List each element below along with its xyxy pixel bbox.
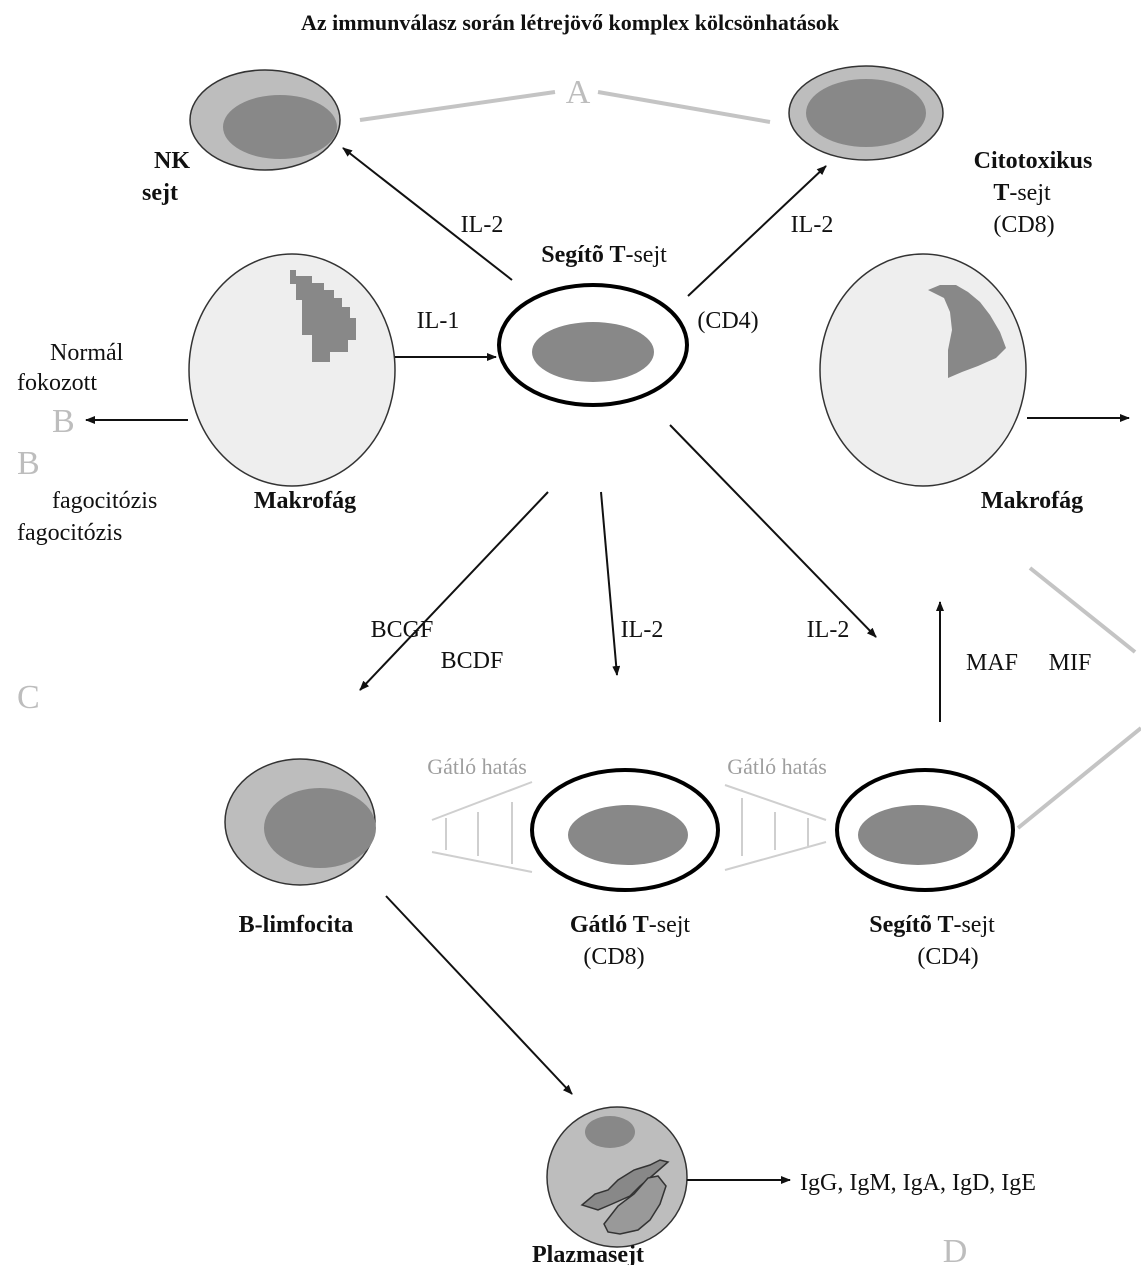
macrophage-right-label: Makrofág [981, 488, 1083, 514]
cytotoxic-sejt: -sejt [1009, 180, 1051, 206]
phagocytosis-enhanced: fokozott [17, 370, 97, 396]
b-lymphocyte-label: B-limfocita [239, 912, 354, 938]
link-line-right-upper [1028, 566, 1137, 654]
antibody-classes: IgG, IgM, IgA, IgD, IgE [800, 1170, 1036, 1196]
helper-t-cell-bottom [835, 768, 1015, 892]
cytotoxic-t-letter: T [993, 180, 1009, 206]
cytotoxic-t-cell [788, 65, 944, 161]
suppressor-t-cell [530, 768, 720, 892]
helper-bottom-label: Segítõ T-sejt [869, 912, 995, 938]
signal-il2-down: IL-2 [621, 617, 664, 643]
phagocytosis-normal: Normál [50, 340, 124, 366]
arrow-bcell-to-plasma [385, 895, 573, 1095]
plasma-cell [546, 1106, 688, 1248]
signal-mif: MIF [1049, 650, 1092, 676]
helper-top-sejt: -sejt [625, 242, 667, 268]
marker-c: C [17, 679, 40, 716]
cytotoxic-label-tcell: T-sejt [993, 180, 1051, 206]
nk-label: NK [154, 148, 190, 174]
link-line-a-right [597, 90, 771, 124]
link-line-right-lower [1016, 726, 1141, 830]
inhibition-left-label: Gátló hatás [427, 754, 527, 779]
arrow-helper-to-bcell [359, 491, 549, 691]
signal-il2-right: IL-2 [807, 617, 850, 643]
arrow-helper-to-nk [342, 147, 513, 281]
suppressor-name: Gátló T [570, 912, 649, 938]
inhibition-right-marks [724, 784, 827, 871]
helper-t-cell-top [497, 283, 689, 407]
arrow-helper-to-right [669, 424, 877, 638]
diagram-title: Az immunválasz során létrejövő komplex k… [301, 10, 840, 35]
helper-bottom-name: Segítõ T [869, 912, 953, 938]
inhibition-right-label: Gátló hatás [727, 754, 827, 779]
helper-top-name: Segítõ T [541, 242, 625, 268]
plasma-cell-label: Plazmasejt [532, 1242, 644, 1265]
nk-label-sejt: sejt [142, 180, 178, 206]
suppressor-label: Gátló T-sejt [570, 912, 691, 938]
suppressor-sejt: -sejt [649, 912, 691, 938]
signal-bcgf: BCGF [371, 617, 434, 643]
cytotoxic-cd8: (CD8) [993, 212, 1054, 238]
link-line-a-left [359, 90, 556, 122]
helper-top-label: Segítõ T-sejt [541, 242, 667, 268]
b-lymphocyte [224, 758, 376, 886]
marker-b-1: B [52, 403, 75, 440]
macrophage-left [188, 253, 396, 487]
cytotoxic-label: Citotoxikus [974, 148, 1093, 174]
signal-il2-cyto: IL-2 [791, 212, 834, 238]
arrow-helper-to-suppressor [600, 491, 621, 676]
helper-bottom-cd4: (CD4) [917, 944, 978, 970]
signal-il2-nk: IL-2 [461, 212, 504, 238]
marker-a: A [566, 74, 591, 111]
marker-d: D [943, 1233, 968, 1265]
signal-maf: MAF [966, 650, 1018, 676]
phagocytosis-word-2: fagocitózis [17, 520, 122, 546]
macrophage-left-label: Makrofág [254, 488, 356, 514]
helper-top-cd4: (CD4) [697, 308, 758, 334]
marker-b-2: B [17, 445, 40, 482]
arrow-helper-to-cytotoxic [687, 165, 827, 297]
suppressor-cd8: (CD8) [583, 944, 644, 970]
phagocytosis-word-1: fagocitózis [52, 488, 157, 514]
signal-il1: IL-1 [417, 308, 460, 334]
signal-bcdf: BCDF [441, 648, 504, 674]
nk-cell [189, 69, 341, 171]
macrophage-right [819, 253, 1027, 487]
helper-bottom-sejt: -sejt [953, 912, 995, 938]
inhibition-left-marks [431, 781, 533, 873]
